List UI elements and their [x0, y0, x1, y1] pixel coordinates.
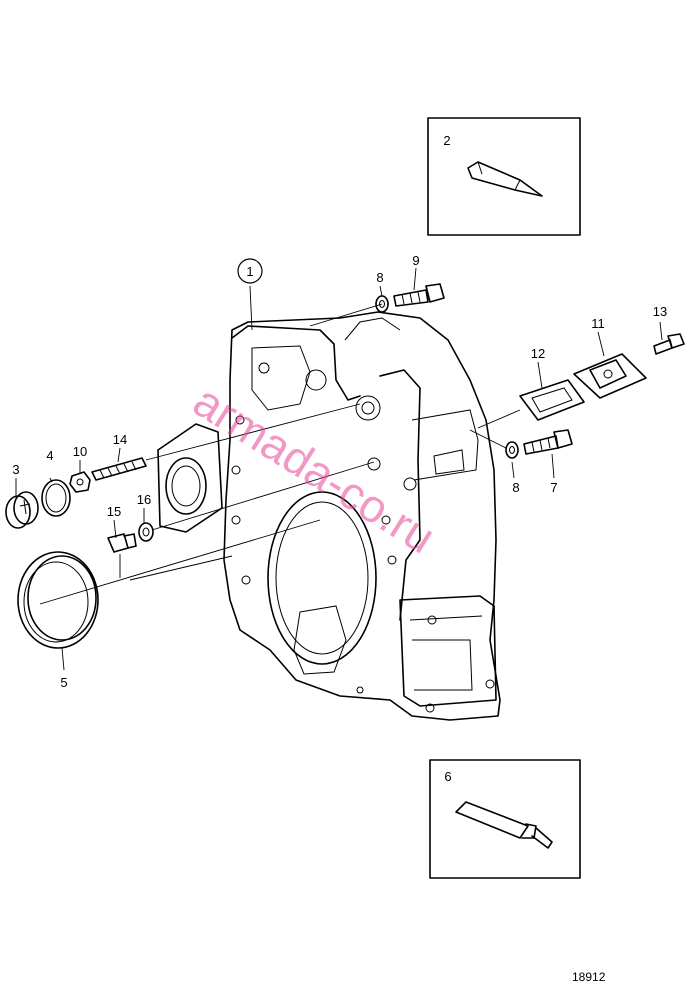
washer-part-8-lower: [505, 441, 519, 459]
callout-15: 15: [107, 504, 121, 519]
callout-4: 4: [46, 448, 53, 463]
figure-number: 18912: [572, 970, 606, 984]
sealant-tube-icon: [455, 801, 553, 849]
callout-5: 5: [60, 675, 67, 690]
gasket-part-12: [519, 379, 585, 421]
washer-part-16: [138, 522, 154, 542]
seal-ring-part-5: [17, 551, 99, 649]
plug-part-3: [5, 491, 39, 529]
callout-13: 13: [653, 304, 667, 319]
callout-3: 3: [12, 462, 19, 477]
bolt-part-9: [393, 283, 445, 307]
callout-2: 2: [443, 133, 450, 148]
callout-7: 7: [550, 480, 557, 495]
callout-6: 6: [444, 769, 451, 784]
callout-14: 14: [113, 432, 127, 447]
watermark: armada-co.ru: [185, 374, 445, 563]
screw-part-13: [653, 333, 685, 355]
callout-circle-1: [237, 258, 263, 284]
callout-12: 12: [531, 346, 545, 361]
nut-part-10: [69, 471, 91, 493]
stud-part-14: [91, 457, 147, 481]
leader-lines: [15, 267, 663, 671]
flywheel-housing: [157, 311, 501, 721]
inset-box-part-6: [429, 759, 581, 879]
marker-pen-icon: [467, 161, 543, 197]
callout-1: 1: [246, 264, 253, 279]
callout-10: 10: [73, 444, 87, 459]
callout-8-lower: 8: [512, 480, 519, 495]
cover-plate-part-11: [573, 353, 647, 399]
callout-11: 11: [591, 316, 605, 331]
callout-9: 9: [412, 253, 419, 268]
o-ring-part-4: [41, 479, 71, 517]
inset-box-part-2: [427, 117, 581, 236]
callout-8-upper: 8: [376, 270, 383, 285]
callout-16: 16: [137, 492, 151, 507]
bolt-part-7: [523, 429, 573, 455]
plug-screw-part-15: [107, 533, 137, 553]
